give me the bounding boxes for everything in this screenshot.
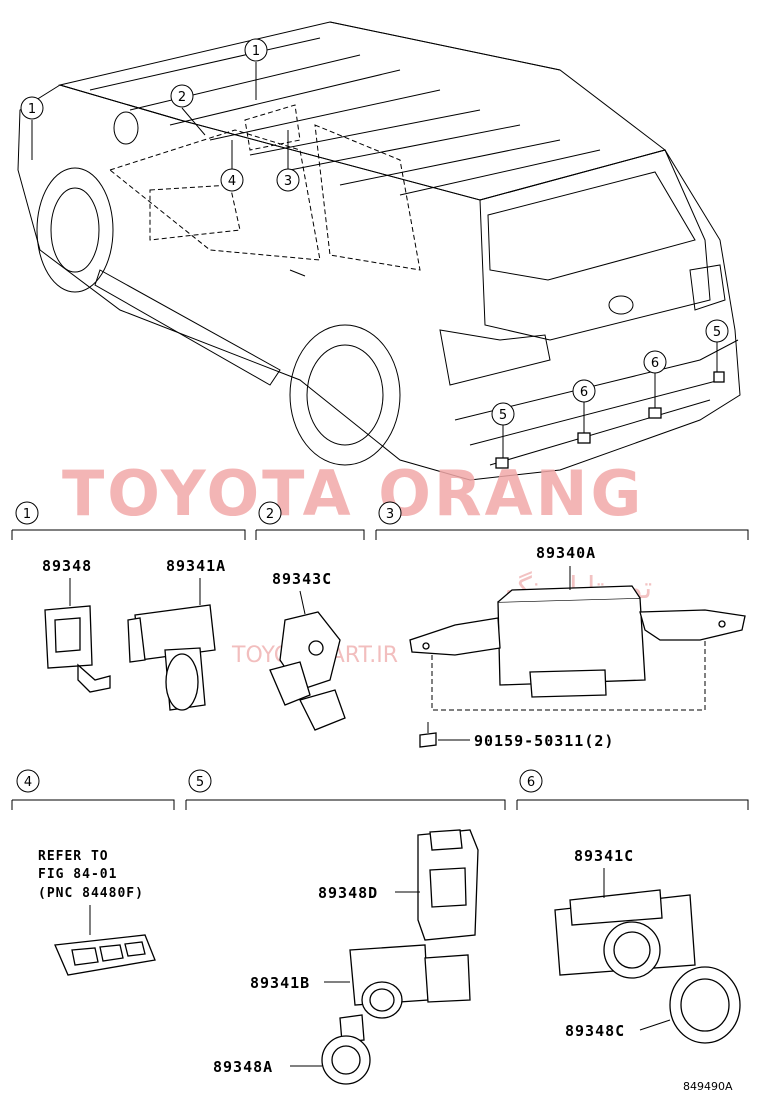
svg-text:6: 6: [527, 775, 535, 790]
svg-text:5: 5: [713, 325, 721, 340]
ring-89348C-drawing: [639, 966, 741, 1044]
diagram-code: 849490A: [683, 1080, 733, 1093]
svg-text:1: 1: [252, 44, 260, 59]
bolt-90159-drawing: [419, 722, 470, 748]
part-label-89341A[interactable]: 89341A: [166, 557, 226, 575]
ecu-89340A-drawing: [409, 566, 746, 711]
svg-text:3: 3: [284, 174, 292, 189]
bracket-89348-drawing: [44, 578, 111, 693]
callout-6b[interactable]: 6: [643, 350, 667, 374]
refer-line-3[interactable]: (PNC 84480F): [38, 886, 144, 901]
part-label-89348[interactable]: 89348: [42, 557, 92, 575]
callout-6a[interactable]: 6: [572, 379, 596, 403]
svg-text:5: 5: [499, 408, 507, 423]
section-header-1: 1: [11, 501, 246, 540]
part-label-89341C[interactable]: 89341C: [574, 847, 634, 865]
sensor-89341C-drawing: [554, 868, 696, 979]
callout-2[interactable]: 2: [170, 84, 194, 108]
sensor-89341A-drawing: [127, 578, 216, 711]
callout-3[interactable]: 3: [276, 168, 300, 192]
section-header-4: 4: [11, 769, 175, 810]
callout-1a[interactable]: 1: [244, 38, 268, 62]
callout-4[interactable]: 4: [220, 168, 244, 192]
refer-line-2[interactable]: FIG 84-01: [38, 867, 117, 882]
section-header-3: 3: [375, 501, 749, 540]
section-header-2: 2: [255, 501, 365, 540]
part-label-89348D[interactable]: 89348D: [318, 884, 378, 902]
part-label-89348C[interactable]: 89348C: [565, 1022, 625, 1040]
svg-text:2: 2: [266, 507, 274, 522]
callout-1b[interactable]: 1: [20, 96, 44, 120]
svg-text:6: 6: [580, 385, 588, 400]
part-label-90159-50311[interactable]: 90159-50311(2): [474, 732, 614, 750]
sensor-89343C-drawing: [269, 590, 346, 731]
svg-text:1: 1: [23, 507, 31, 522]
sensor-89341B-drawing: [324, 944, 471, 1019]
svg-text:5: 5: [196, 775, 204, 790]
svg-text:3: 3: [386, 507, 394, 522]
part-label-89340A[interactable]: 89340A: [536, 544, 596, 562]
svg-text:1: 1: [28, 102, 36, 117]
svg-text:2: 2: [178, 90, 186, 105]
svg-text:4: 4: [228, 174, 236, 189]
watermark-main: TOYOTA ORANG: [62, 457, 644, 530]
part-label-89348A[interactable]: 89348A: [213, 1058, 273, 1076]
part-label-89343C[interactable]: 89343C: [272, 570, 332, 588]
switch-panel-drawing: [54, 905, 156, 976]
callout-5b[interactable]: 5: [705, 319, 729, 343]
vehicle-illustration: [17, 21, 741, 481]
section-header-6: 6: [516, 769, 749, 810]
ring-89348A-drawing: [290, 1014, 371, 1085]
refer-line-1: REFER TO: [38, 849, 109, 864]
section-header-5: 5: [185, 769, 506, 810]
vehicle-callouts: 1 1 2 4 3 5 6 6 5: [20, 38, 729, 426]
callout-5a[interactable]: 5: [491, 402, 515, 426]
bracket-89348D-drawing: [395, 829, 479, 941]
svg-text:6: 6: [651, 356, 659, 371]
svg-text:4: 4: [24, 775, 32, 790]
part-label-89341B[interactable]: 89341B: [250, 974, 310, 992]
